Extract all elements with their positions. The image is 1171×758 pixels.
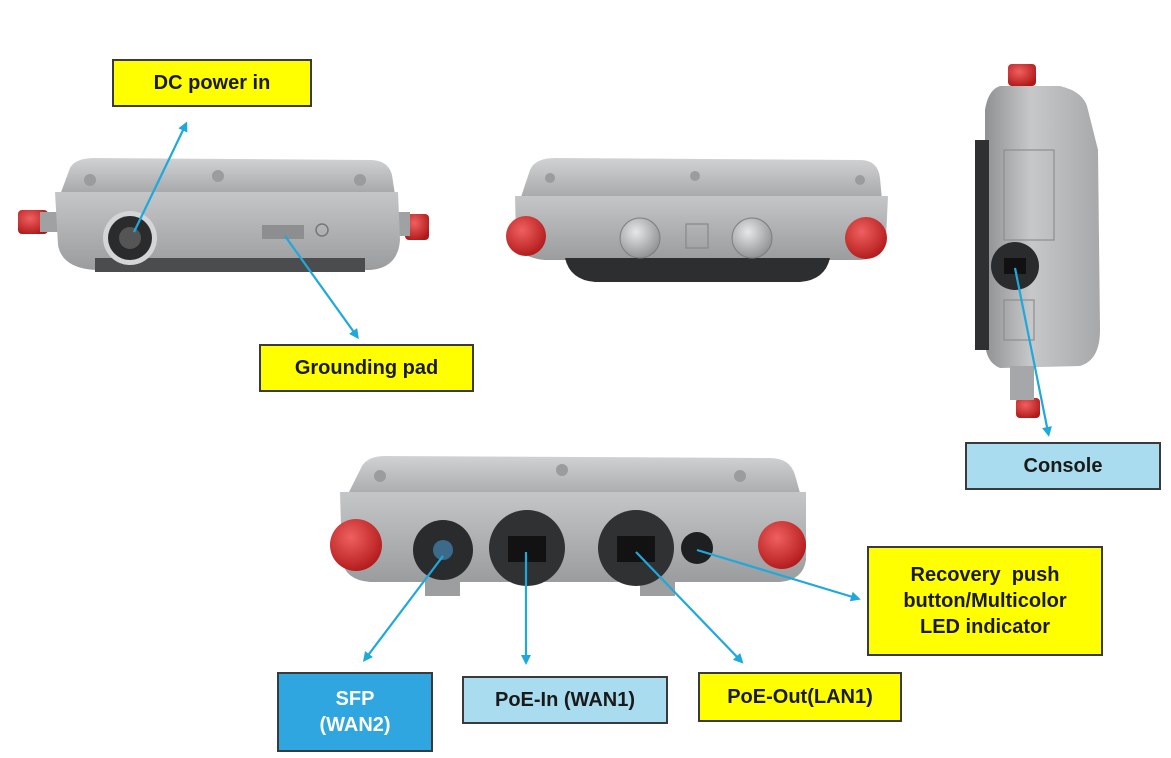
label-dc-power-text: DC power in — [153, 72, 271, 94]
label-recovery-line3: LED indicator — [919, 616, 1050, 638]
label-recovery-line2: button/Multicolor — [903, 590, 1067, 612]
device-rear-view — [506, 158, 888, 282]
label-console-text: Console — [1023, 455, 1103, 477]
label-dc-power: DC power in — [112, 59, 312, 107]
arrow-console — [1013, 267, 1052, 437]
arrow-dc-power — [133, 121, 188, 233]
label-poe-in-text: PoE-In (WAN1) — [495, 689, 635, 711]
label-poe-in: PoE-In (WAN1) — [462, 676, 668, 724]
device-front-view — [330, 456, 806, 596]
label-console: Console — [965, 442, 1161, 490]
label-sfp-line2: (WAN2) — [319, 714, 391, 736]
sfp-port — [413, 520, 473, 580]
label-poe-out: PoE-Out(LAN1) — [698, 672, 902, 722]
label-recovery-line1: Recovery push — [910, 564, 1060, 586]
label-poe-out-text: PoE-Out(LAN1) — [727, 686, 873, 708]
device-vertical-view — [975, 64, 1100, 418]
poe-out-port — [598, 510, 674, 586]
grounding-pad — [262, 225, 304, 239]
arrow-poe-out — [635, 551, 744, 664]
dc-power-connector — [103, 211, 157, 265]
device-side-view-dc — [18, 158, 429, 272]
label-sfp: SFP (WAN2) — [277, 672, 433, 752]
label-recovery: Recovery push button/Multicolor LED indi… — [867, 546, 1103, 656]
arrow-sfp — [362, 555, 444, 662]
arrow-grounding — [284, 235, 359, 340]
callout-arrows — [133, 121, 1052, 665]
arrow-recovery — [696, 548, 861, 602]
console-port — [991, 242, 1039, 290]
recovery-button — [681, 532, 713, 564]
label-sfp-line1: SFP — [335, 688, 375, 710]
label-grounding-pad-text: Grounding pad — [294, 357, 439, 379]
label-grounding-pad: Grounding pad — [259, 344, 474, 392]
